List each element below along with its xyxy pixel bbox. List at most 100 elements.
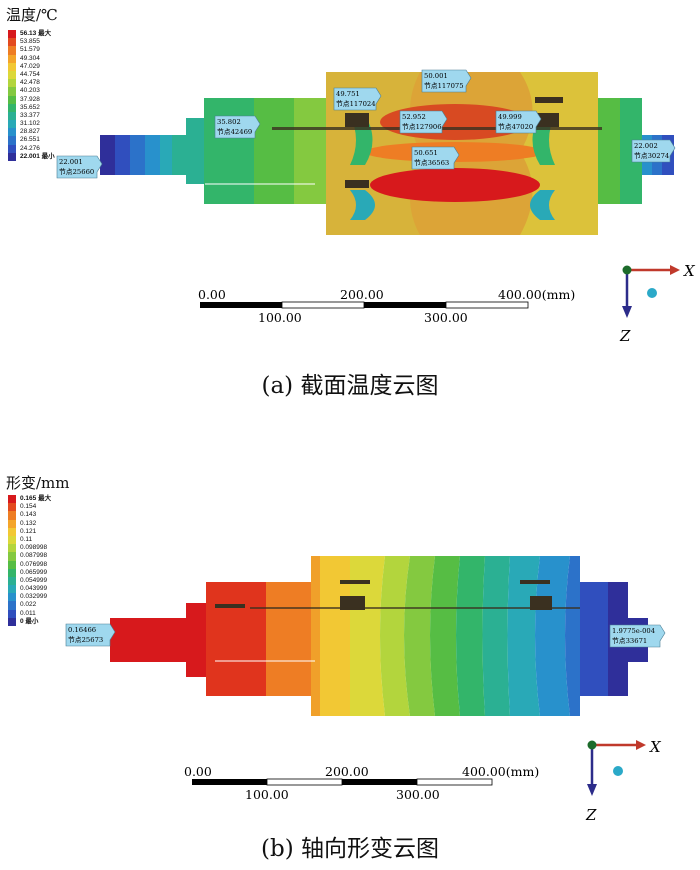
deformation-legend-row: 0.087998 bbox=[8, 552, 72, 561]
temperature-probe-value: 50.651 bbox=[414, 149, 438, 157]
temperature-legend-row: 53.855 bbox=[8, 38, 72, 47]
deformation-legend-swatch bbox=[8, 568, 16, 577]
deformation-legend-label: 0.11 bbox=[20, 535, 33, 543]
temperature-probe-node: 节点30274 bbox=[634, 152, 669, 160]
deformation-legend-row: 0.043999 bbox=[8, 585, 72, 594]
temperature-legend-swatch bbox=[8, 54, 16, 63]
temperature-legend-swatch bbox=[8, 79, 16, 88]
deformation-legend-swatch bbox=[8, 535, 16, 545]
temperature-legend-row: 31.102 bbox=[8, 120, 72, 129]
temperature-legend-label: 40.203 bbox=[20, 87, 40, 95]
deformation-legend-row: 0.154 bbox=[8, 503, 72, 512]
deformation-legend-swatch bbox=[8, 511, 16, 520]
coordinate-triad-b: X Z bbox=[585, 738, 662, 824]
deformation-legend-row: 0.011 bbox=[8, 609, 72, 618]
x-axis-label: X bbox=[683, 262, 696, 280]
deformation-legend-row: 0.165 最大 bbox=[8, 495, 72, 504]
temperature-legend-swatch bbox=[8, 120, 16, 129]
temperature-legend-label: 56.13 最大 bbox=[20, 30, 52, 37]
temperature-legend-label: 53.855 bbox=[20, 38, 40, 46]
deformation-legend-row: 0.065999 bbox=[8, 568, 72, 577]
temperature-legend-row: 35.652 bbox=[8, 103, 72, 112]
temperature-probe-node: 节点42469 bbox=[217, 128, 252, 136]
hot-zone-lower bbox=[370, 168, 540, 202]
temperature-legend-swatch bbox=[8, 128, 16, 137]
deformation-legend-swatch bbox=[8, 585, 16, 594]
temperature-legend-label: 33.377 bbox=[20, 111, 40, 119]
deformation-legend-row: 0.132 bbox=[8, 519, 72, 528]
temperature-legend-row: 44.754 bbox=[8, 70, 72, 80]
deformation-legend-row: 0.032999 bbox=[8, 593, 72, 602]
deformation-legend-swatch bbox=[8, 552, 16, 561]
caption-a: (a) 截面温度云图 bbox=[261, 373, 439, 399]
scale-tick-100-b: 100.00 bbox=[245, 787, 289, 802]
temperature-probe-value: 49.999 bbox=[498, 113, 522, 121]
temperature-legend-label: 24.276 bbox=[20, 144, 40, 152]
temperature-legend-label: 37.928 bbox=[20, 95, 40, 103]
temperature-legend-swatch bbox=[8, 62, 16, 71]
deformation-legend-label: 0.043999 bbox=[20, 585, 48, 593]
deformation-legend-label: 0.165 最大 bbox=[20, 495, 52, 502]
temperature-probe-value: 35.802 bbox=[217, 118, 241, 126]
temperature-legend-swatch bbox=[8, 152, 16, 161]
z-axis-label: Z bbox=[619, 327, 631, 345]
temperature-legend-swatch bbox=[8, 95, 16, 104]
deformation-legend-row: 0.143 bbox=[8, 511, 72, 520]
deformation-legend-row: 0 最小 bbox=[8, 617, 72, 626]
deformation-legend-title: 形变/mm bbox=[6, 474, 70, 492]
scale-tick-300: 300.00 bbox=[424, 310, 468, 325]
temperature-legend-swatch bbox=[8, 136, 16, 145]
deformation-legend-row: 0.076998 bbox=[8, 560, 72, 569]
deformation-legend-label: 0.121 bbox=[20, 527, 37, 535]
deformation-legend-row: 0.022 bbox=[8, 601, 72, 610]
scale-tick-200: 200.00 bbox=[340, 287, 384, 302]
deformation-legend-swatch bbox=[8, 617, 16, 626]
temperature-contour-plot: 22.001节点2566035.802节点4246949.751节点117024… bbox=[56, 69, 696, 345]
scale-tick-300-b: 300.00 bbox=[396, 787, 440, 802]
deformation-scale-bar: 0.00 200.00 400.00(mm) 100.00 300.00 bbox=[184, 764, 539, 802]
deformation-legend-row: 0.121 bbox=[8, 527, 72, 536]
deformation-legend-label: 0.011 bbox=[20, 609, 36, 617]
deformation-probe-value: 0.16466 bbox=[68, 626, 96, 634]
deformation-legend-label: 0.076998 bbox=[20, 560, 48, 568]
scale-tick-0-b: 0.00 bbox=[184, 764, 212, 779]
deformation-legend-swatch bbox=[8, 576, 16, 586]
temperature-legend-label: 28.827 bbox=[20, 128, 40, 136]
temperature-legend-label: 35.652 bbox=[20, 103, 40, 111]
caption-b: (b) 轴向形变云图 bbox=[261, 836, 439, 862]
temperature-probe-value: 22.002 bbox=[634, 142, 658, 150]
deformation-legend-label: 0 最小 bbox=[20, 617, 39, 625]
deformation-legend-swatch bbox=[8, 503, 16, 512]
left-shaft-b bbox=[110, 582, 311, 696]
x-axis-label-b: X bbox=[649, 738, 662, 756]
temperature-legend-row: 33.377 bbox=[8, 111, 72, 121]
temperature-legend-swatch bbox=[8, 46, 16, 55]
temperature-legend-row: 40.203 bbox=[8, 87, 72, 96]
deformation-legend-swatch bbox=[8, 560, 16, 569]
temperature-legend-label: 44.754 bbox=[20, 70, 40, 78]
deformation-legend-swatch bbox=[8, 527, 16, 536]
deformation-legend-label: 0.143 bbox=[20, 511, 37, 519]
temperature-legend-row: 47.029 bbox=[8, 62, 72, 71]
deformation-legend-swatch bbox=[8, 495, 16, 504]
temperature-legend-label: 49.304 bbox=[20, 54, 40, 62]
temperature-legend-label: 42.478 bbox=[20, 79, 40, 87]
temperature-legend-row: 28.827 bbox=[8, 128, 72, 137]
temperature-legend-swatch bbox=[8, 144, 16, 153]
temperature-probe-node: 节点117075 bbox=[424, 82, 464, 90]
deformation-probe-node: 节点25673 bbox=[68, 636, 103, 644]
deformation-legend-label: 0.154 bbox=[20, 503, 37, 511]
temperature-legend-label: 22.001 最小 bbox=[20, 152, 55, 160]
scale-tick-0: 0.00 bbox=[198, 287, 226, 302]
temperature-legend-label: 26.551 bbox=[20, 136, 40, 144]
deformation-legend-label: 0.087998 bbox=[20, 552, 48, 560]
deformation-probe-node: 节点33671 bbox=[612, 637, 647, 645]
temperature-probe-node: 节点127906 bbox=[402, 123, 442, 131]
deformation-legend-swatch bbox=[8, 593, 16, 602]
